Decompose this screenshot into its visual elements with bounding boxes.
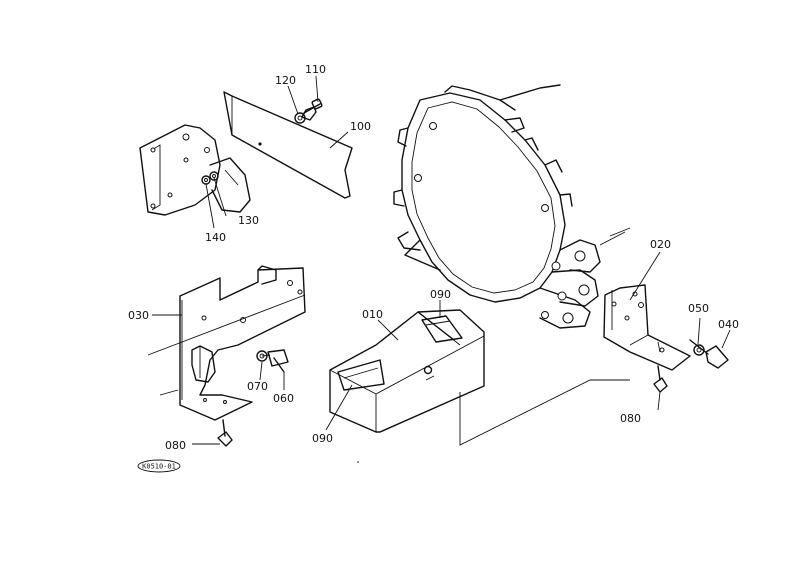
flywheel-housing <box>393 84 631 329</box>
callout-100: 100 <box>350 120 371 133</box>
bolt-110 <box>301 98 323 121</box>
cover-plate-100 <box>223 91 353 199</box>
washer-130 <box>209 171 219 181</box>
bolt-080-left <box>217 419 233 447</box>
callout-110: 110 <box>305 63 326 76</box>
callout-070: 070 <box>247 380 268 393</box>
callout-020: 020 <box>650 238 671 251</box>
lid-090-bottom <box>337 359 385 391</box>
engine-bracket-upper <box>139 124 251 216</box>
bolt-080-right <box>653 365 668 393</box>
callout-130: 130 <box>238 214 259 227</box>
callout-010: 010 <box>362 308 383 321</box>
callout-090-top: 090 <box>430 288 451 301</box>
callout-120: 120 <box>275 74 296 87</box>
callout-140: 140 <box>205 231 226 244</box>
washer-120 <box>294 112 306 124</box>
leader-lines <box>152 75 731 445</box>
bolt-040 <box>689 339 729 369</box>
washer-050 <box>693 344 705 356</box>
callout-090-bottom: 090 <box>312 432 333 445</box>
callout-labels: 110 120 100 130 140 020 050 040 080 030 … <box>128 63 739 452</box>
latch <box>423 365 435 381</box>
callout-030: 030 <box>128 309 149 322</box>
toolbox-010 <box>329 309 485 433</box>
reference-code: K0510-01 <box>142 463 176 471</box>
washer-070 <box>256 350 268 362</box>
reference-tag: K0510-01 <box>137 459 181 473</box>
callout-040: 040 <box>718 318 739 331</box>
bolt-060 <box>261 349 289 373</box>
bracket-020 <box>603 284 691 371</box>
callout-050: 050 <box>688 302 709 315</box>
callout-060: 060 <box>273 392 294 405</box>
stray-dot <box>357 461 359 463</box>
callout-080-left: 080 <box>165 439 186 452</box>
bracket-030 <box>147 265 306 421</box>
callout-080-right: 080 <box>620 412 641 425</box>
connector-line <box>459 379 630 446</box>
lid-090-top <box>421 315 463 343</box>
nut-140 <box>201 175 211 185</box>
